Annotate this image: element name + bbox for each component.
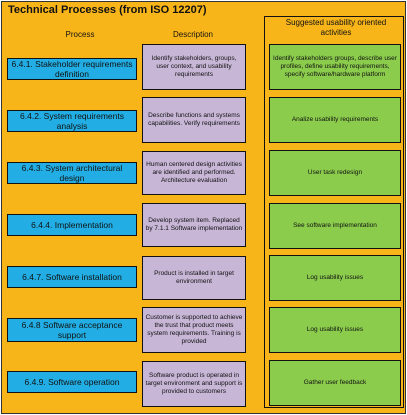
activities-column-header: Suggested usability oriented activities [285, 18, 387, 37]
activity-box-6-4-4: See software implementation [269, 203, 401, 249]
description-text: Product is installed in target environme… [154, 270, 234, 285]
description-box-6-4-9: Software product is operated in target e… [142, 361, 246, 407]
description-box-6-4-2: Describe functions and systems capabilit… [142, 97, 246, 143]
description-text: Software product is operated in target e… [145, 372, 243, 395]
activity-box-6-4-2: Analize usability requirements [269, 97, 401, 143]
process-column-header: Process [65, 30, 95, 39]
process-label: 6.4.1. Stakeholder requirements definiti… [11, 59, 133, 79]
process-label: 6.4.8 Software acceptance support [21, 320, 123, 340]
process-box-6-4-4: 6.4.4. Implementation [7, 214, 137, 236]
activity-box-6-4-7: Log usability issues [269, 255, 401, 301]
process-box-6-4-3: 6.4.3. System architectural design [7, 162, 137, 184]
activity-text: Analize usability requirements [291, 116, 379, 123]
process-box-6-4-1: 6.4.1. Stakeholder requirements definiti… [7, 58, 137, 80]
process-box-6-4-9: 6.4.9. Software operation [7, 371, 137, 393]
description-box-6-4-4: Develop system item. Replaced by 7.1.1 S… [142, 203, 246, 247]
activity-text: User task redesign [307, 169, 363, 176]
process-label: 6.4.4. Implementation [31, 220, 113, 230]
diagram-title: Technical Processes (from ISO 12207) [8, 4, 207, 16]
activity-text: Gather user feedback [303, 379, 367, 386]
activity-box-6-4-3: User task redesign [269, 150, 401, 196]
process-label: 6.4.2. System requirements analysis [20, 111, 124, 131]
description-text: Identify stakeholders, groups, user cont… [151, 55, 237, 78]
activities-column [264, 16, 404, 408]
activity-box-6-4-9: Gather user feedback [269, 360, 401, 406]
process-box-6-4-7: 6.4.7. Software installation [7, 266, 137, 288]
description-text: Customer is supported to achieve the tru… [145, 314, 243, 345]
activity-text: See software implementation [293, 222, 377, 229]
description-text: Describe functions and systems capabilit… [148, 112, 240, 127]
description-box-6-4-1: Identify stakeholders, groups, user cont… [142, 44, 246, 90]
description-box-6-4-7: Product is installed in target environme… [142, 256, 246, 300]
activity-text: Log usability issues [306, 274, 364, 281]
activity-text: Log usability issues [306, 326, 364, 333]
activity-box-6-4-1: Identify stakeholders groups, describe u… [269, 44, 401, 90]
description-column-header: Description [172, 30, 213, 39]
description-box-6-4-3: Human centered design activities are ide… [142, 151, 246, 195]
process-label: 6.4.7. Software installation [22, 272, 122, 282]
activity-text: Identify stakeholders groups, describe u… [273, 55, 397, 78]
activity-box-6-4-8: Log usability issues [269, 307, 401, 353]
process-label: 6.4.3. System architectural design [21, 163, 123, 183]
process-box-6-4-8: 6.4.8 Software acceptance support [7, 318, 137, 342]
description-text: Human centered design activities are ide… [146, 161, 242, 184]
process-label: 6.4.9. Software operation [24, 377, 120, 387]
process-box-6-4-2: 6.4.2. System requirements analysis [7, 110, 137, 132]
description-text: Develop system item. Replaced by 7.1.1 S… [145, 217, 243, 232]
description-box-6-4-8: Customer is supported to achieve the tru… [142, 307, 246, 353]
